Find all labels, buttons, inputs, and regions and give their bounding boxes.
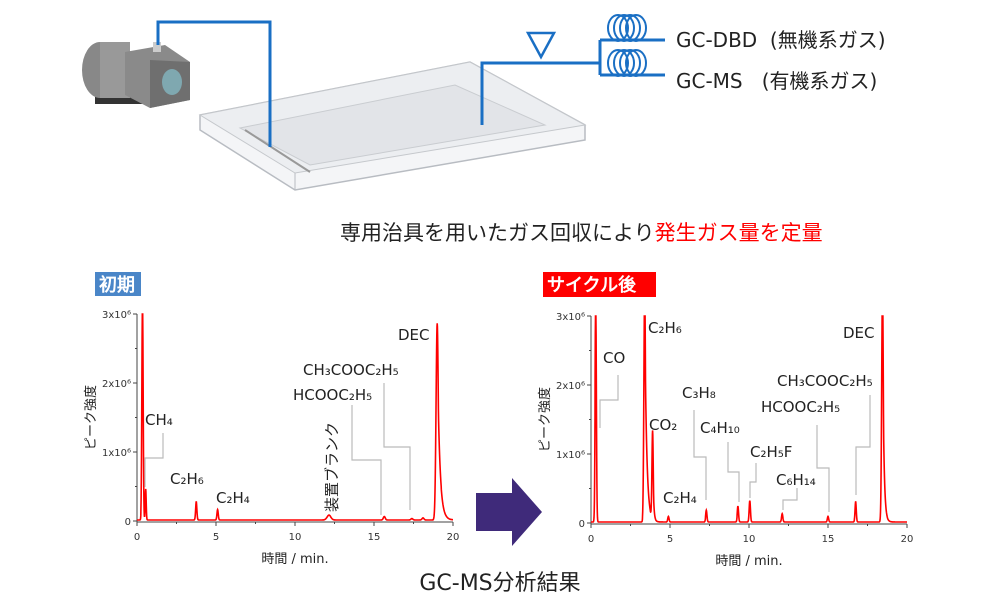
peak-label: CH₄ [145, 411, 173, 429]
leader-line [351, 405, 382, 515]
x-tick-label: 15 [822, 534, 835, 545]
peak-label: C₂H₆ [648, 319, 682, 337]
caption-red: 発生ガス量を定量 [655, 221, 823, 245]
cycled-badge-label: サイクル後 [547, 274, 637, 296]
x-axis-label: 時間 / min. [715, 554, 782, 569]
leader-line [383, 383, 411, 510]
chart-after-cycle: 0 5 10 15 20 0 1x10⁶ 2x10⁶ 3x10⁶ 時間 / min. ピーク強度 [537, 312, 913, 569]
y-tick-label: 1x10⁶ [102, 448, 131, 459]
x-axis-label: 時間 / min. [261, 552, 328, 567]
gas-collection-jig [198, 61, 587, 191]
valve-icon [525, 31, 557, 60]
annotations-after-cycle: CO C₂H₆ CO₂ C₂H₄ C₃H₈ C₄H₁₀ C₂H₅F C₆H₁₄ … [599, 319, 875, 512]
peak-label: 装置ブランク [323, 422, 341, 512]
initial-badge [95, 272, 141, 296]
footer-title: GC-MS分析結果 [419, 571, 580, 596]
leader-line [816, 425, 830, 512]
vacuum-pump [82, 42, 190, 108]
peak-label: CO [603, 349, 625, 367]
chromatogram-trace [137, 313, 453, 521]
leader-line [693, 410, 707, 500]
y-tick-label: 0 [125, 517, 131, 528]
leader-line [599, 375, 619, 428]
caption: 専用治具を用いたガス回収により発生ガス量を定量 [340, 221, 823, 245]
peak-label: CO₂ [649, 416, 677, 434]
peak-label: C₂H₆ [170, 470, 204, 488]
y-tick-label: 3x10⁶ [102, 310, 131, 321]
column-coil-icon [607, 14, 647, 77]
peak-label: C₃H₈ [682, 384, 716, 402]
peak-label: HCOOC₂H₅ [761, 398, 840, 416]
leader-line [749, 463, 757, 498]
peak-label: C₂H₄ [663, 489, 697, 507]
cycled-badge [543, 272, 656, 297]
x-tick-label: 10 [289, 532, 302, 543]
x-tick-label: 5 [213, 532, 219, 543]
x-tick-label: 0 [134, 532, 140, 543]
y-axis-label: ピーク強度 [537, 387, 553, 452]
y-tick-label: 2x10⁶ [102, 379, 131, 390]
leader-line [144, 433, 164, 487]
peak-label: CH₃COOC₂H₅ [303, 361, 399, 379]
chromatogram-trace [591, 315, 907, 523]
initial-badge-label: 初期 [99, 274, 135, 296]
leader-line [727, 442, 740, 502]
caption-black: 専用治具を用いたガス回収により [340, 221, 655, 245]
leader-line [782, 488, 798, 510]
y-tick-label: 2x10⁶ [556, 381, 585, 392]
chart-initial: 0 5 10 15 20 0 1x10⁶ 2x10⁶ 3x10⁶ 時間 / min. ピーク強度 [83, 310, 459, 567]
y-tick-label: 0 [579, 519, 585, 530]
peak-label: CH₃COOC₂H₅ [777, 372, 873, 390]
peak-label: C₂H₅F [750, 443, 792, 461]
peak-label: DEC [398, 326, 430, 344]
peak-label: C₆H₁₄ [776, 471, 816, 489]
peak-label: C₄H₁₀ [700, 419, 740, 437]
detector-gc-ms: GC-MS (有機系ガス) [676, 69, 877, 93]
y-tick-label: 3x10⁶ [556, 312, 585, 323]
x-tick-label: 20 [901, 534, 914, 545]
annotations-initial: CH₄ C₂H₆ C₂H₄ 装置ブランク HCOOC₂H₅ CH₃COOC₂H₅… [144, 326, 430, 515]
detector-gc-dbd: GC-DBD (無機系ガス) [676, 28, 886, 52]
y-tick-label: 1x10⁶ [556, 450, 585, 461]
peak-label: DEC [843, 324, 875, 342]
x-tick-label: 10 [743, 534, 756, 545]
leader-line [855, 395, 871, 495]
y-axis-label: ピーク強度 [83, 385, 99, 450]
x-tick-label: 15 [368, 532, 381, 543]
arrow-icon [476, 478, 542, 546]
x-tick-label: 20 [447, 532, 460, 543]
peak-label: HCOOC₂H₅ [293, 386, 372, 404]
x-tick-label: 5 [667, 534, 673, 545]
peak-label: C₂H₄ [216, 489, 250, 507]
x-tick-label: 0 [588, 534, 594, 545]
